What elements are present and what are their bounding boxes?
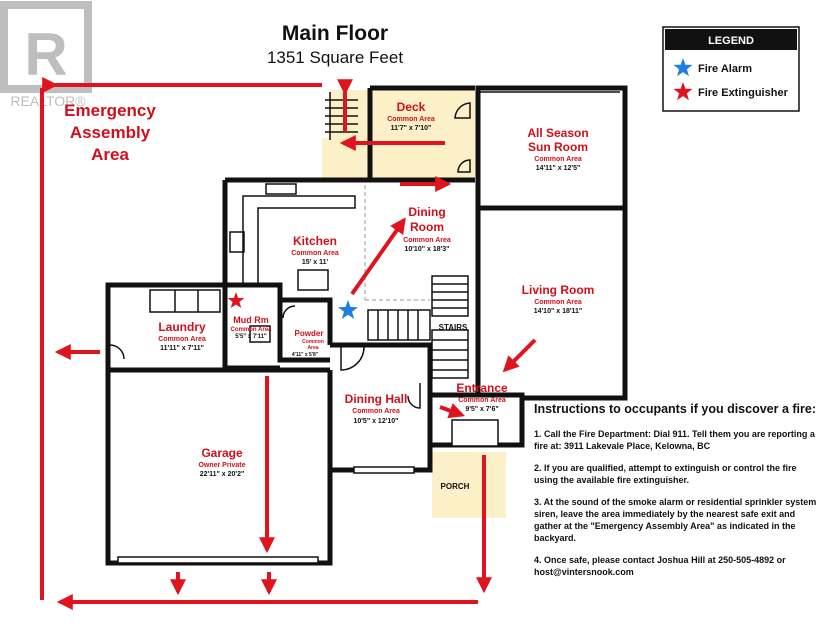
fire-alarm-star-icon bbox=[338, 300, 358, 319]
doors bbox=[109, 102, 471, 409]
instruction-step: 4. Once safe, please contact Joshua Hill… bbox=[534, 555, 786, 577]
instruction-step: 1. Call the Fire Department: Dial 911. T… bbox=[534, 429, 815, 451]
fire-instructions: Instructions to occupants if you discove… bbox=[534, 402, 819, 588]
svg-text:Garage: Garage bbox=[201, 446, 243, 460]
svg-text:4'11" x 5'8": 4'11" x 5'8" bbox=[292, 352, 319, 358]
svg-text:Dining: Dining bbox=[408, 205, 445, 219]
svg-text:Common Area: Common Area bbox=[534, 299, 582, 306]
fire-extinguisher-star-icon bbox=[673, 82, 693, 101]
entrance-door bbox=[451, 419, 499, 447]
legend-fire-extinguisher-label: Fire Extinguisher bbox=[698, 87, 789, 99]
room-dining-room: Dining Room Common Area 10'10" x 18'3" bbox=[403, 205, 451, 253]
instruction-step: 2. If you are qualified, attempt to exti… bbox=[534, 463, 797, 485]
svg-text:Powder: Powder bbox=[295, 329, 324, 338]
svg-text:Common: Common bbox=[302, 339, 324, 345]
page-subtitle: 1351 Square Feet bbox=[267, 48, 403, 67]
deck-steps bbox=[325, 92, 358, 140]
room-laundry: Laundry Common Area 11'11" x 7'11" bbox=[158, 320, 206, 352]
svg-text:Common Area: Common Area bbox=[534, 156, 582, 163]
svg-text:Common Area: Common Area bbox=[158, 336, 206, 343]
svg-text:10'5" x 12'10": 10'5" x 12'10" bbox=[353, 418, 398, 425]
svg-text:Common Area: Common Area bbox=[387, 116, 435, 123]
deck-area bbox=[322, 88, 475, 180]
svg-text:14'11" x 12'5": 14'11" x 12'5" bbox=[536, 165, 581, 172]
svg-text:Mud Rm: Mud Rm bbox=[233, 315, 269, 325]
main-house-walls bbox=[475, 208, 628, 401]
svg-text:11'7" x 7'10": 11'7" x 7'10" bbox=[391, 125, 432, 132]
room-dining-hall: Dining Hall Common Area 10'5" x 12'10" bbox=[345, 392, 408, 425]
room-living-room: Living Room Common Area 14'10" x 18'11" bbox=[522, 283, 595, 315]
svg-text:14'10" x 18'11": 14'10" x 18'11" bbox=[534, 308, 583, 315]
instruction-step: 3. At the sound of the smoke alarm or re… bbox=[534, 497, 817, 543]
porch-label: PORCH bbox=[441, 482, 470, 491]
svg-text:Entrance: Entrance bbox=[456, 381, 508, 395]
room-garage: Garage Owner Private 22'11" x 20'2" bbox=[198, 446, 245, 478]
svg-text:Laundry: Laundry bbox=[158, 320, 206, 334]
legend-title: LEGEND bbox=[708, 35, 754, 47]
fire-extinguisher-star-icon bbox=[227, 292, 245, 308]
watermark-text: REALTOR® bbox=[10, 93, 86, 109]
svg-text:Owner Private: Owner Private bbox=[198, 462, 245, 469]
room-entrance: Entrance Common Area 9'5" x 7'6" bbox=[456, 381, 508, 413]
evacuation-arrows bbox=[42, 77, 537, 610]
room-deck: Deck Common Area 11'7" x 7'10" bbox=[387, 100, 435, 132]
svg-text:9'5" x 7'6": 9'5" x 7'6" bbox=[465, 406, 498, 413]
page-title: Main Floor bbox=[282, 22, 388, 45]
stairs bbox=[367, 275, 469, 379]
svg-text:Kitchen: Kitchen bbox=[293, 234, 337, 248]
svg-text:10'10" x 18'3": 10'10" x 18'3" bbox=[404, 246, 449, 253]
room-powder: Powder Common Area 4'11" x 5'8" bbox=[292, 329, 324, 358]
instructions-title: Instructions to occupants if you discove… bbox=[534, 402, 816, 416]
svg-text:Common Area: Common Area bbox=[352, 408, 400, 415]
svg-text:15' x 11': 15' x 11' bbox=[302, 259, 329, 266]
svg-text:11'11" x 7'11": 11'11" x 7'11" bbox=[160, 345, 204, 352]
laundry-fixtures bbox=[149, 289, 221, 313]
fire-alarm-star-icon bbox=[673, 58, 693, 77]
svg-text:Assembly: Assembly bbox=[70, 123, 151, 142]
porch-area bbox=[432, 452, 506, 518]
svg-text:Common Area: Common Area bbox=[403, 237, 451, 244]
stairs-label: STAIRS bbox=[439, 323, 468, 332]
svg-text:Room: Room bbox=[410, 220, 444, 234]
svg-text:Sun Room: Sun Room bbox=[528, 140, 588, 154]
emergency-assembly-area-label: Emergency Assembly Area bbox=[64, 101, 156, 164]
svg-text:Common Area: Common Area bbox=[458, 397, 506, 404]
svg-text:Emergency: Emergency bbox=[64, 101, 156, 120]
legend-fire-alarm-label: Fire Alarm bbox=[698, 63, 752, 75]
svg-text:Living Room: Living Room bbox=[522, 283, 595, 297]
svg-text:Common Area: Common Area bbox=[231, 327, 272, 333]
room-sunroom: All Season Sun Room Common Area 14'11" x… bbox=[527, 126, 588, 172]
room-kitchen: Kitchen Common Area 15' x 11' bbox=[291, 234, 339, 266]
svg-text:Dining Hall: Dining Hall bbox=[345, 392, 408, 406]
svg-text:All Season: All Season bbox=[527, 126, 588, 140]
svg-text:Area: Area bbox=[91, 145, 129, 164]
svg-text:R: R bbox=[24, 21, 67, 88]
svg-text:Common Area: Common Area bbox=[291, 250, 339, 257]
legend: LEGEND Fire Alarm Fire Extinguisher bbox=[662, 26, 800, 112]
svg-text:Deck: Deck bbox=[397, 100, 426, 114]
realtor-watermark: R REALTOR® bbox=[0, 1, 92, 109]
svg-text:22'11" x 20'2": 22'11" x 20'2" bbox=[200, 471, 245, 478]
room-mud-room: Mud Rm Common Area 5'5" x 7'11" bbox=[231, 315, 272, 340]
svg-text:Area: Area bbox=[307, 345, 318, 351]
svg-text:5'5" x 7'11": 5'5" x 7'11" bbox=[235, 334, 267, 340]
